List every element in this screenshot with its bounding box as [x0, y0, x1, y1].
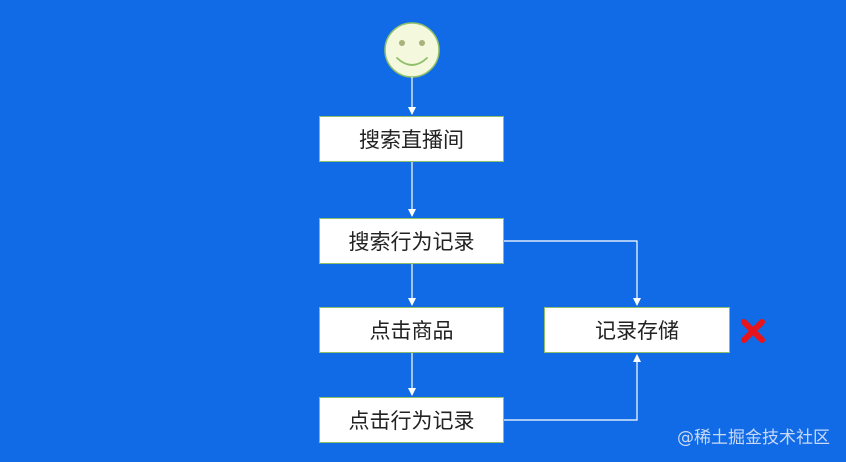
- node-label: 点击行为记录: [348, 409, 475, 433]
- node-label: 记录存储: [595, 319, 679, 343]
- smiley-face-icon: [384, 22, 440, 78]
- node-label: 搜索行为记录: [348, 230, 475, 254]
- red-cross-icon: [741, 319, 765, 343]
- node-search-behavior-record: 搜索行为记录: [319, 218, 504, 264]
- node-click-behavior-record: 点击行为记录: [319, 397, 504, 443]
- watermark: @稀土掘金技术社区: [677, 428, 830, 448]
- connector-search-record-to-storage: [504, 240, 641, 306]
- node-label: 搜索直播间: [359, 128, 464, 152]
- node-label: 点击商品: [369, 319, 454, 343]
- node-search-live-room: 搜索直播间: [319, 116, 504, 162]
- node-click-product: 点击商品: [319, 307, 504, 353]
- node-record-storage: 记录存储: [544, 307, 730, 353]
- connector-click-record-to-storage: [504, 354, 641, 421]
